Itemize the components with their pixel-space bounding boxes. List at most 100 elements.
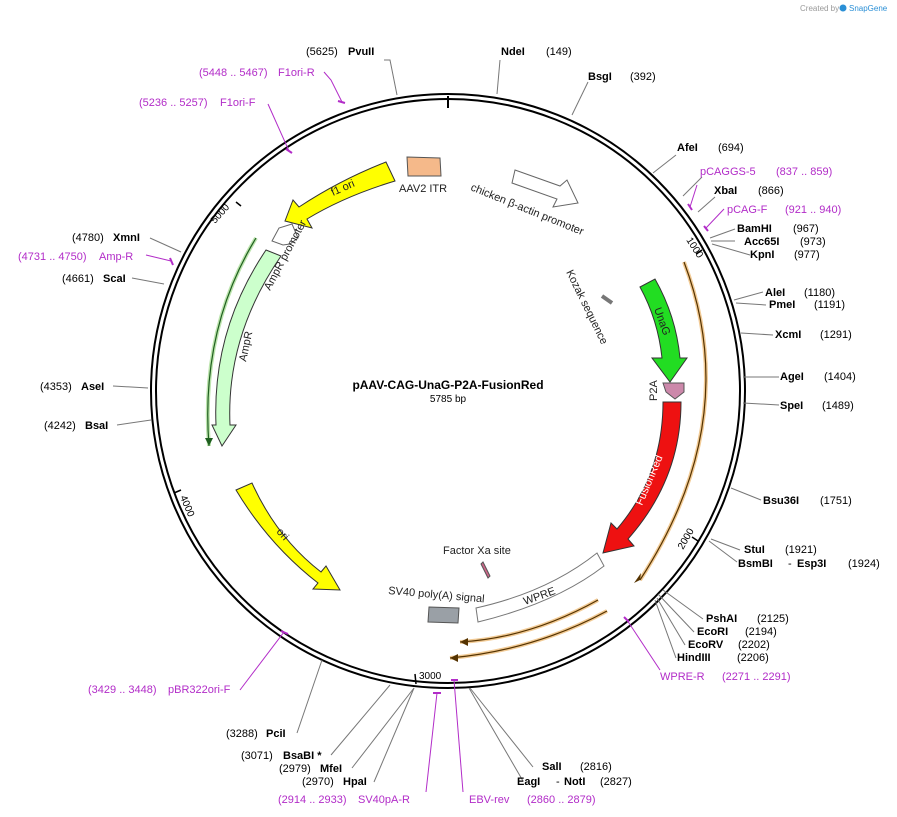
svg-text:(3071): (3071): [241, 750, 273, 762]
primer-amp-r[interactable]: (4731 .. 4750)Amp-R: [18, 251, 133, 263]
svg-text:(4780): (4780): [72, 232, 104, 244]
kozak-feature: [600, 294, 614, 305]
site-kpni[interactable]: KpnI(977): [750, 249, 820, 261]
svg-text:BsgI: BsgI: [588, 71, 612, 83]
site-stui[interactable]: StuI(1921): [744, 544, 817, 556]
unag-feature: [639, 278, 688, 383]
primer-pcaggs-5[interactable]: pCAGGS-5 (837 .. 859): [700, 166, 832, 178]
svg-text:XcmI: XcmI: [775, 329, 801, 341]
svg-text:(3288): (3288): [226, 728, 258, 740]
svg-text:(2206): (2206): [737, 652, 769, 664]
svg-text:(5625): (5625): [306, 46, 338, 58]
site-hindiii[interactable]: HindIII (2206): [677, 652, 769, 664]
scale-tick-1000: 1000: [683, 236, 705, 261]
svg-text:(392): (392): [630, 71, 656, 83]
svg-text:-: -: [788, 558, 792, 570]
primer-mark-amp-r: [169, 257, 174, 266]
site-bsu36i[interactable]: Bsu36I(1751): [763, 495, 852, 507]
svg-text:AgeI: AgeI: [780, 371, 804, 383]
svg-text:WPRE-R: WPRE-R: [660, 671, 705, 683]
svg-text:(837 .. 859): (837 .. 859): [776, 166, 832, 178]
primer-sv40pa-r[interactable]: (2914 .. 2933)SV40pA-R: [278, 794, 410, 806]
backbone-outer: [150, 93, 746, 689]
svg-text:NdeI: NdeI: [501, 46, 525, 58]
svg-text:(2816): (2816): [580, 761, 612, 773]
svg-text:HindIII: HindIII: [677, 652, 711, 664]
svg-text:BsmBI: BsmBI: [738, 558, 773, 570]
svg-text:(1404): (1404): [824, 371, 856, 383]
ampr-promoter-feature: [271, 223, 299, 246]
primer-mark-pcag-f: [703, 225, 709, 232]
orf-arrowhead-right: [634, 573, 641, 583]
feature-label-kozak: Kozak sequence: [563, 268, 609, 346]
svg-text:(4353): (4353): [40, 381, 72, 393]
site-ndei[interactable]: NdeI(149): [501, 46, 572, 58]
primer-pbr322ori-f[interactable]: (3429 .. 3448)pBR322ori-F: [88, 684, 231, 696]
site-sali[interactable]: SalI (2816): [542, 761, 612, 773]
primer-f1ori-r[interactable]: (5448 .. 5467)F1ori-R: [199, 67, 315, 79]
site-xcmi[interactable]: XcmI(1291): [775, 329, 852, 341]
site-pvuii[interactable]: (5625) PvuII: [306, 46, 374, 58]
svg-text:SalI: SalI: [542, 761, 562, 773]
svg-text:(1180): (1180): [804, 287, 835, 299]
primer-ebv-rev[interactable]: EBV-rev(2860 .. 2879): [469, 794, 596, 806]
svg-text:(1921): (1921): [785, 544, 817, 556]
site-bsgi[interactable]: BsgI (392): [588, 71, 656, 83]
orf-outline-2: [449, 609, 608, 660]
svg-text:XbaI: XbaI: [714, 185, 737, 197]
site-spei[interactable]: SpeI (1489): [780, 400, 854, 412]
primer-f1ori-f[interactable]: (5236 .. 5257)F1ori-F: [139, 97, 256, 109]
svg-text:SpeI: SpeI: [780, 400, 803, 412]
site-pshai[interactable]: PshAI(2125): [706, 613, 789, 625]
plasmid-name: pAAV-CAG-UnaG-P2A-FusionRed: [352, 378, 543, 392]
svg-text:(2970): (2970): [302, 776, 334, 788]
site-agei[interactable]: AgeI (1404): [780, 371, 856, 383]
site-xmni[interactable]: (4780)XmnI: [72, 232, 140, 244]
svg-text:EcoRI: EcoRI: [697, 626, 728, 638]
site-eagi-noti[interactable]: EagI-NotI(2827): [517, 776, 632, 788]
svg-text:(1191): (1191): [814, 299, 845, 311]
svg-text:PciI: PciI: [266, 728, 286, 740]
site-bamhi[interactable]: BamHI(967): [737, 223, 819, 235]
primer-mark-pbr322ori-f: [280, 630, 289, 635]
site-afei[interactable]: AfeI(694): [677, 142, 744, 154]
primer-wpre-r[interactable]: WPRE-R(2271 .. 2291): [660, 671, 791, 683]
orf-arrowhead-2: [450, 654, 458, 662]
svg-text:(1924): (1924): [848, 558, 880, 570]
site-xbai[interactable]: XbaI(866): [714, 185, 784, 197]
svg-text:pCAGGS-5: pCAGGS-5: [700, 166, 756, 178]
svg-text:PshAI: PshAI: [706, 613, 737, 625]
svg-text:(2979): (2979): [279, 763, 311, 775]
orf-line-1: [459, 599, 599, 643]
site-bsmbi-esp3i[interactable]: BsmBI-Esp3I(1924): [738, 558, 880, 570]
svg-text:HpaI: HpaI: [343, 776, 367, 788]
site-pcii[interactable]: (3288) PciI: [226, 728, 286, 740]
svg-text:MfeI: MfeI: [320, 763, 342, 775]
primer-pcag-f[interactable]: pCAG-F(921 .. 940): [727, 204, 841, 216]
svg-text:(4242): (4242): [44, 420, 76, 432]
ampr-orf-line: [207, 237, 257, 447]
svg-text:BsaI: BsaI: [85, 420, 108, 432]
p2a-feature: [662, 382, 685, 400]
svg-text:(2202): (2202): [738, 639, 770, 651]
site-ecori[interactable]: EcoRI (2194): [697, 626, 777, 638]
site-mfei[interactable]: (2979) MfeI: [279, 763, 342, 775]
site-bsai[interactable]: (4242) BsaI: [44, 420, 108, 432]
site-ecorv[interactable]: EcoRV(2202): [688, 639, 770, 651]
credit-prefix: Created by: [800, 4, 839, 13]
site-bsabi[interactable]: (3071)BsaBI *: [241, 750, 322, 762]
site-acc65i[interactable]: Acc65I(973): [744, 236, 826, 248]
svg-text:AseI: AseI: [81, 381, 104, 393]
site-pmei[interactable]: PmeI (1191): [769, 299, 845, 311]
site-asei[interactable]: (4353) AseI: [40, 381, 104, 393]
svg-text:(1489): (1489): [822, 400, 854, 412]
svg-text:AleI: AleI: [765, 287, 785, 299]
scale-tick-3000: 3000: [414, 671, 442, 685]
svg-text:(2194): (2194): [745, 626, 777, 638]
site-alei[interactable]: AleI (1180): [765, 287, 835, 299]
svg-text:(5448 .. 5467): (5448 .. 5467): [199, 67, 268, 79]
site-hpai[interactable]: (2970) HpaI: [302, 776, 367, 788]
site-scai[interactable]: (4661)ScaI: [62, 273, 126, 285]
svg-text:PmeI: PmeI: [769, 299, 795, 311]
svg-text:PvuII: PvuII: [348, 46, 374, 58]
